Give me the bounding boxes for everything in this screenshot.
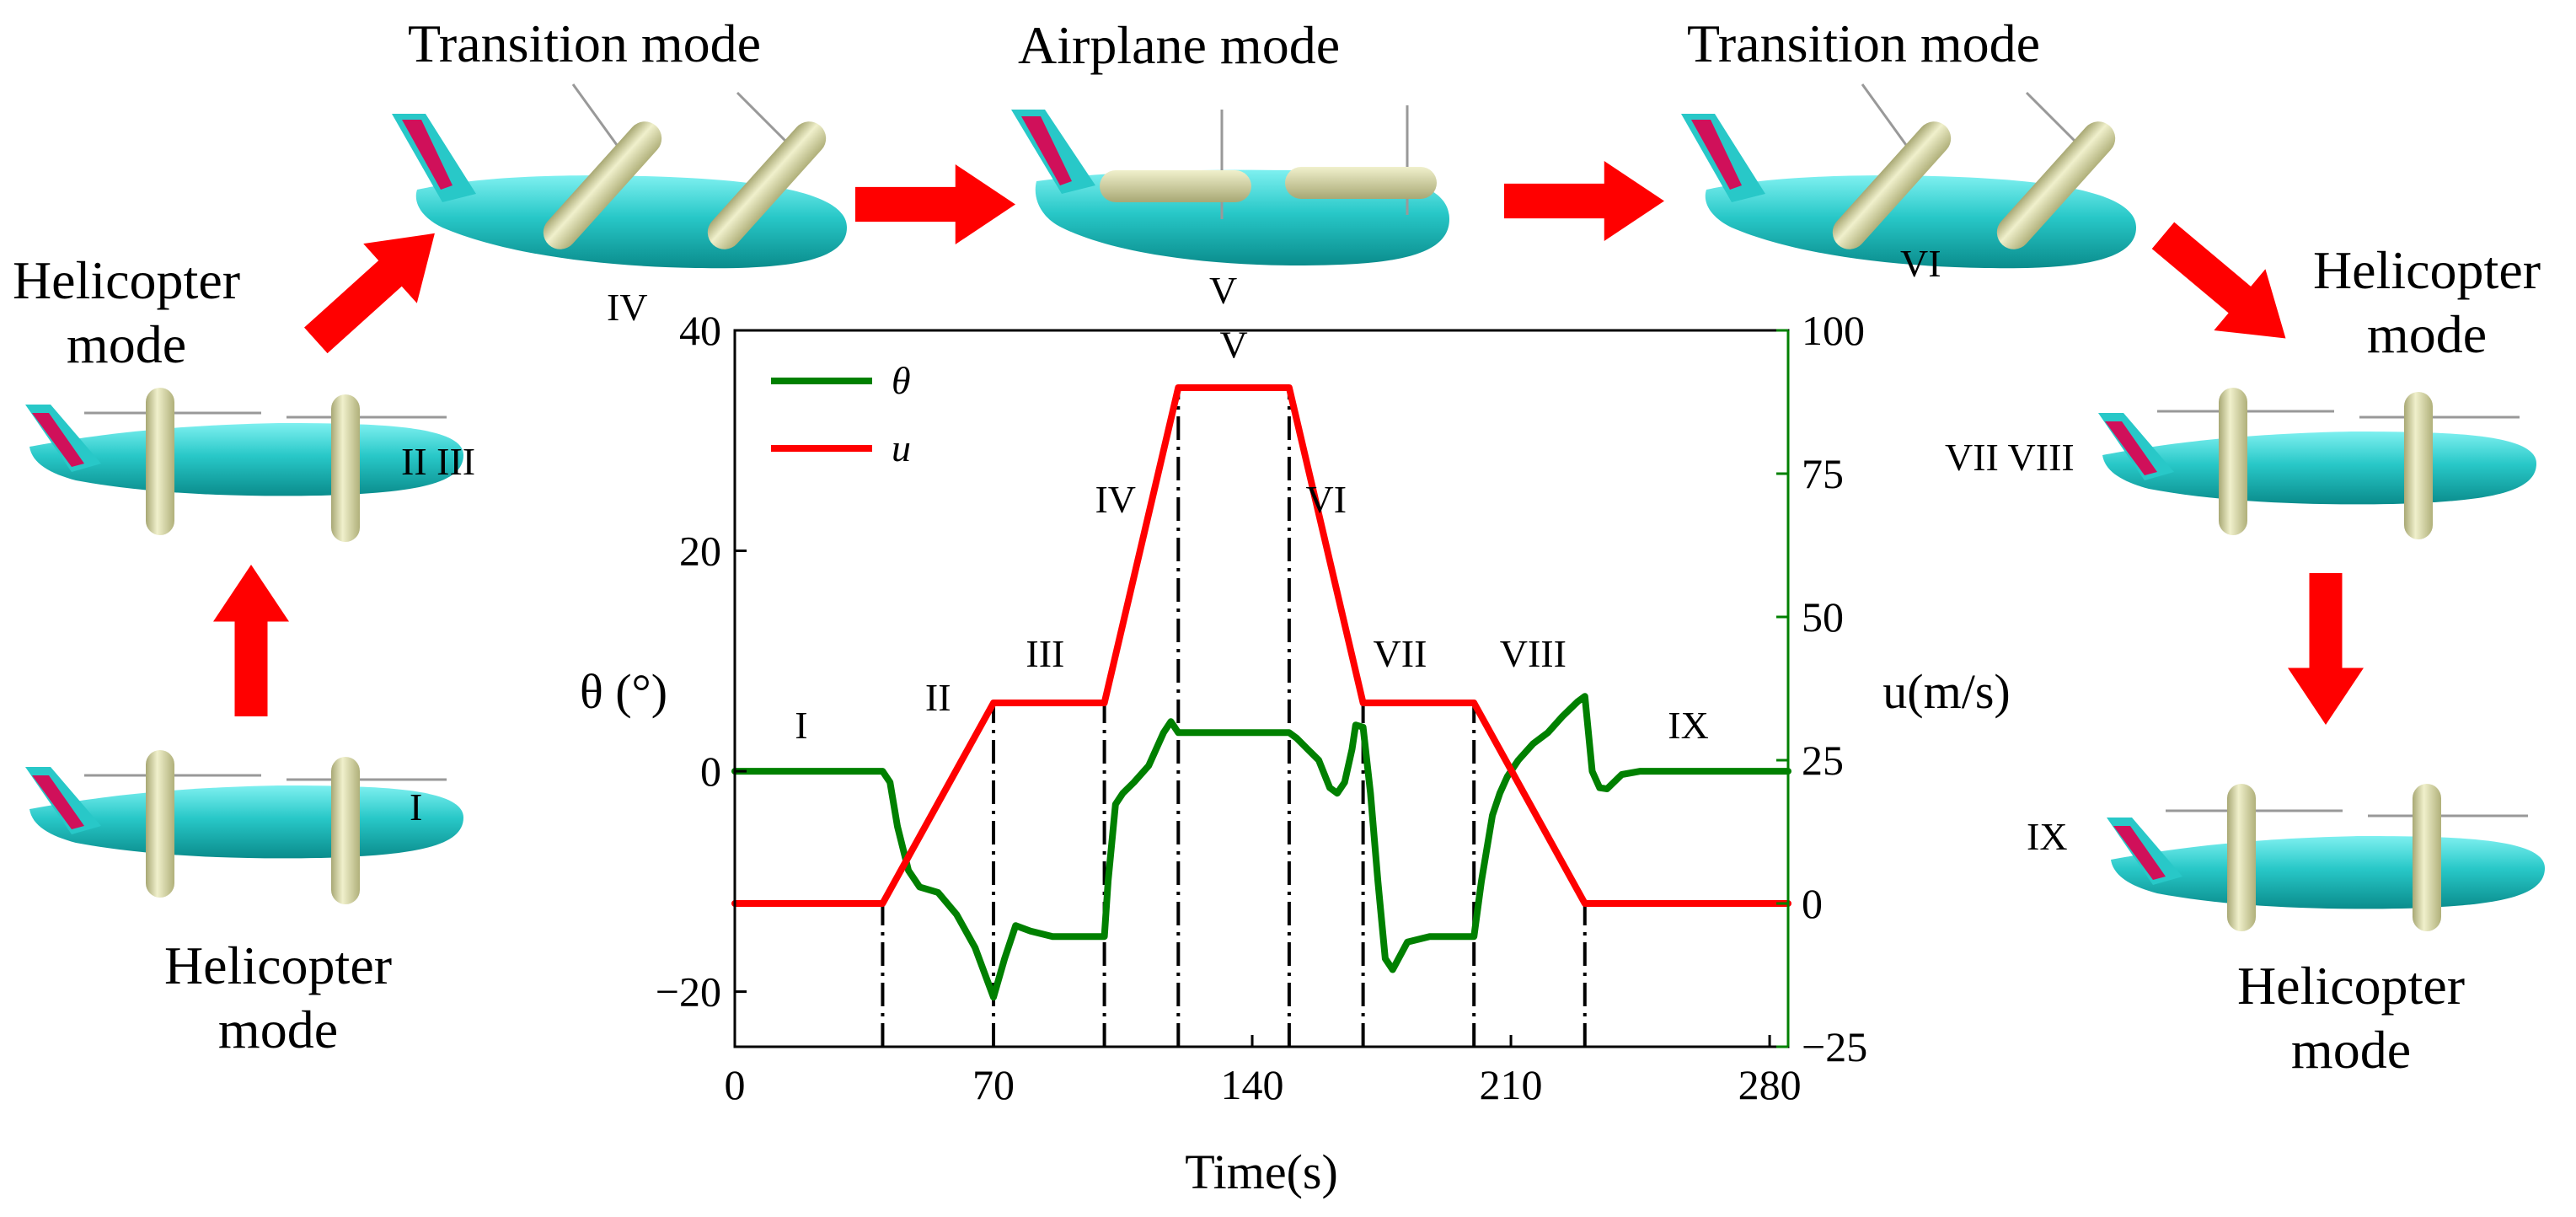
helicopter-mode-right-line2: mode bbox=[2366, 303, 2488, 364]
x-tick-label-4: 280 bbox=[1738, 1061, 1802, 1108]
y-left-tick-label-0: −20 bbox=[656, 968, 721, 1016]
helicopter-mode-right-line1: Helicopter bbox=[2312, 240, 2541, 300]
transition-mode-left-title: Transition mode bbox=[408, 13, 761, 73]
y-axis-left-label: θ (°) bbox=[580, 664, 667, 719]
y-left-tick-label-2: 20 bbox=[679, 528, 721, 575]
y-right-tick-label-2: 25 bbox=[1802, 737, 1844, 784]
aircraft-label-right-bottom: IX bbox=[2027, 815, 2068, 858]
aircraft-helicopter-right-bottom bbox=[2107, 784, 2545, 931]
aircraft-transition-right bbox=[1681, 83, 2136, 269]
phase-label-7: VIII bbox=[1500, 632, 1566, 675]
x-axis-label: Time(s) bbox=[1185, 1145, 1338, 1199]
helicopter-mode-right: Helicopter mode bbox=[2292, 239, 2562, 366]
phase-label-6: VII bbox=[1374, 632, 1427, 675]
aircraft-airplane bbox=[1011, 105, 1449, 265]
aircraft-label-right-mid: VII VIII bbox=[1945, 436, 2075, 479]
aircraft-label-left-bottom: I bbox=[410, 785, 423, 828]
helicopter-mode-top-left-line1: Helicopter bbox=[12, 250, 241, 310]
x-tick-label-2: 140 bbox=[1221, 1061, 1284, 1108]
aircraft-transition-left bbox=[392, 83, 847, 269]
series-line-theta bbox=[731, 693, 1791, 1001]
phase-label-0: I bbox=[795, 704, 807, 747]
aircraft-label-airplane: V bbox=[1209, 269, 1238, 312]
y-left-tick-label-3: 40 bbox=[679, 307, 721, 354]
phase-label-1: II bbox=[925, 676, 951, 719]
arrow-right-2 bbox=[1504, 161, 1664, 241]
arrow-diag-right bbox=[2137, 204, 2311, 369]
legend-u-label: u bbox=[892, 426, 911, 469]
airplane-mode-title: Airplane mode bbox=[1018, 15, 1341, 75]
y-right-tick-label-3: 50 bbox=[1802, 593, 1844, 641]
helicopter-mode-top-left: Helicopter mode bbox=[8, 249, 244, 376]
transition-mode-right-title: Transition mode bbox=[1687, 13, 2040, 73]
x-tick-label-0: 0 bbox=[725, 1061, 746, 1108]
series-line-u bbox=[731, 384, 1791, 907]
helicopter-mode-bottom-right-line2: mode bbox=[2290, 1019, 2412, 1080]
x-tick-label-1: 70 bbox=[972, 1061, 1015, 1108]
y-right-tick-label-1: 0 bbox=[1802, 880, 1823, 927]
aircraft-label-left-mid: II III bbox=[401, 440, 476, 483]
aircraft-label-transition-right: VI bbox=[1900, 242, 1941, 285]
helicopter-mode-top-left-line2: mode bbox=[66, 314, 187, 374]
legend-theta-label: θ bbox=[892, 359, 911, 402]
y-right-tick-label-0: −25 bbox=[1802, 1023, 1867, 1070]
helicopter-mode-bottom-left: Helicopter mode bbox=[135, 934, 421, 1061]
legend: θ u bbox=[771, 359, 911, 469]
phase-label-8: IX bbox=[1668, 704, 1709, 747]
helicopter-mode-bottom-left-line1: Helicopter bbox=[163, 936, 393, 995]
arrow-right-1 bbox=[855, 164, 1015, 244]
y-axis-right-label: u(m/s) bbox=[1882, 664, 2010, 719]
y-right-tick-label-5: 100 bbox=[1802, 307, 1865, 354]
arrow-diag-left bbox=[288, 203, 462, 371]
helicopter-mode-bottom-right: Helicopter mode bbox=[2208, 954, 2494, 1081]
arrow-down-right bbox=[2288, 573, 2364, 725]
x-tick-label-3: 210 bbox=[1480, 1061, 1543, 1108]
phase-label-2: III bbox=[1026, 632, 1064, 675]
helicopter-mode-bottom-left-line2: mode bbox=[217, 999, 339, 1059]
arrow-up-left bbox=[213, 565, 289, 716]
y-right-tick-label-4: 75 bbox=[1802, 450, 1844, 497]
aircraft-helicopter-left-mid bbox=[25, 388, 463, 542]
phase-label-3: IV bbox=[1095, 478, 1136, 521]
helicopter-mode-bottom-right-line1: Helicopter bbox=[2236, 956, 2466, 1016]
y-left-tick-label-1: 0 bbox=[700, 748, 721, 795]
phase-label-5: VI bbox=[1305, 478, 1347, 521]
aircraft-label-transition-left: IV bbox=[607, 286, 648, 329]
aircraft-helicopter-right-mid bbox=[2098, 388, 2536, 539]
aircraft-helicopter-left-bottom bbox=[25, 750, 463, 904]
